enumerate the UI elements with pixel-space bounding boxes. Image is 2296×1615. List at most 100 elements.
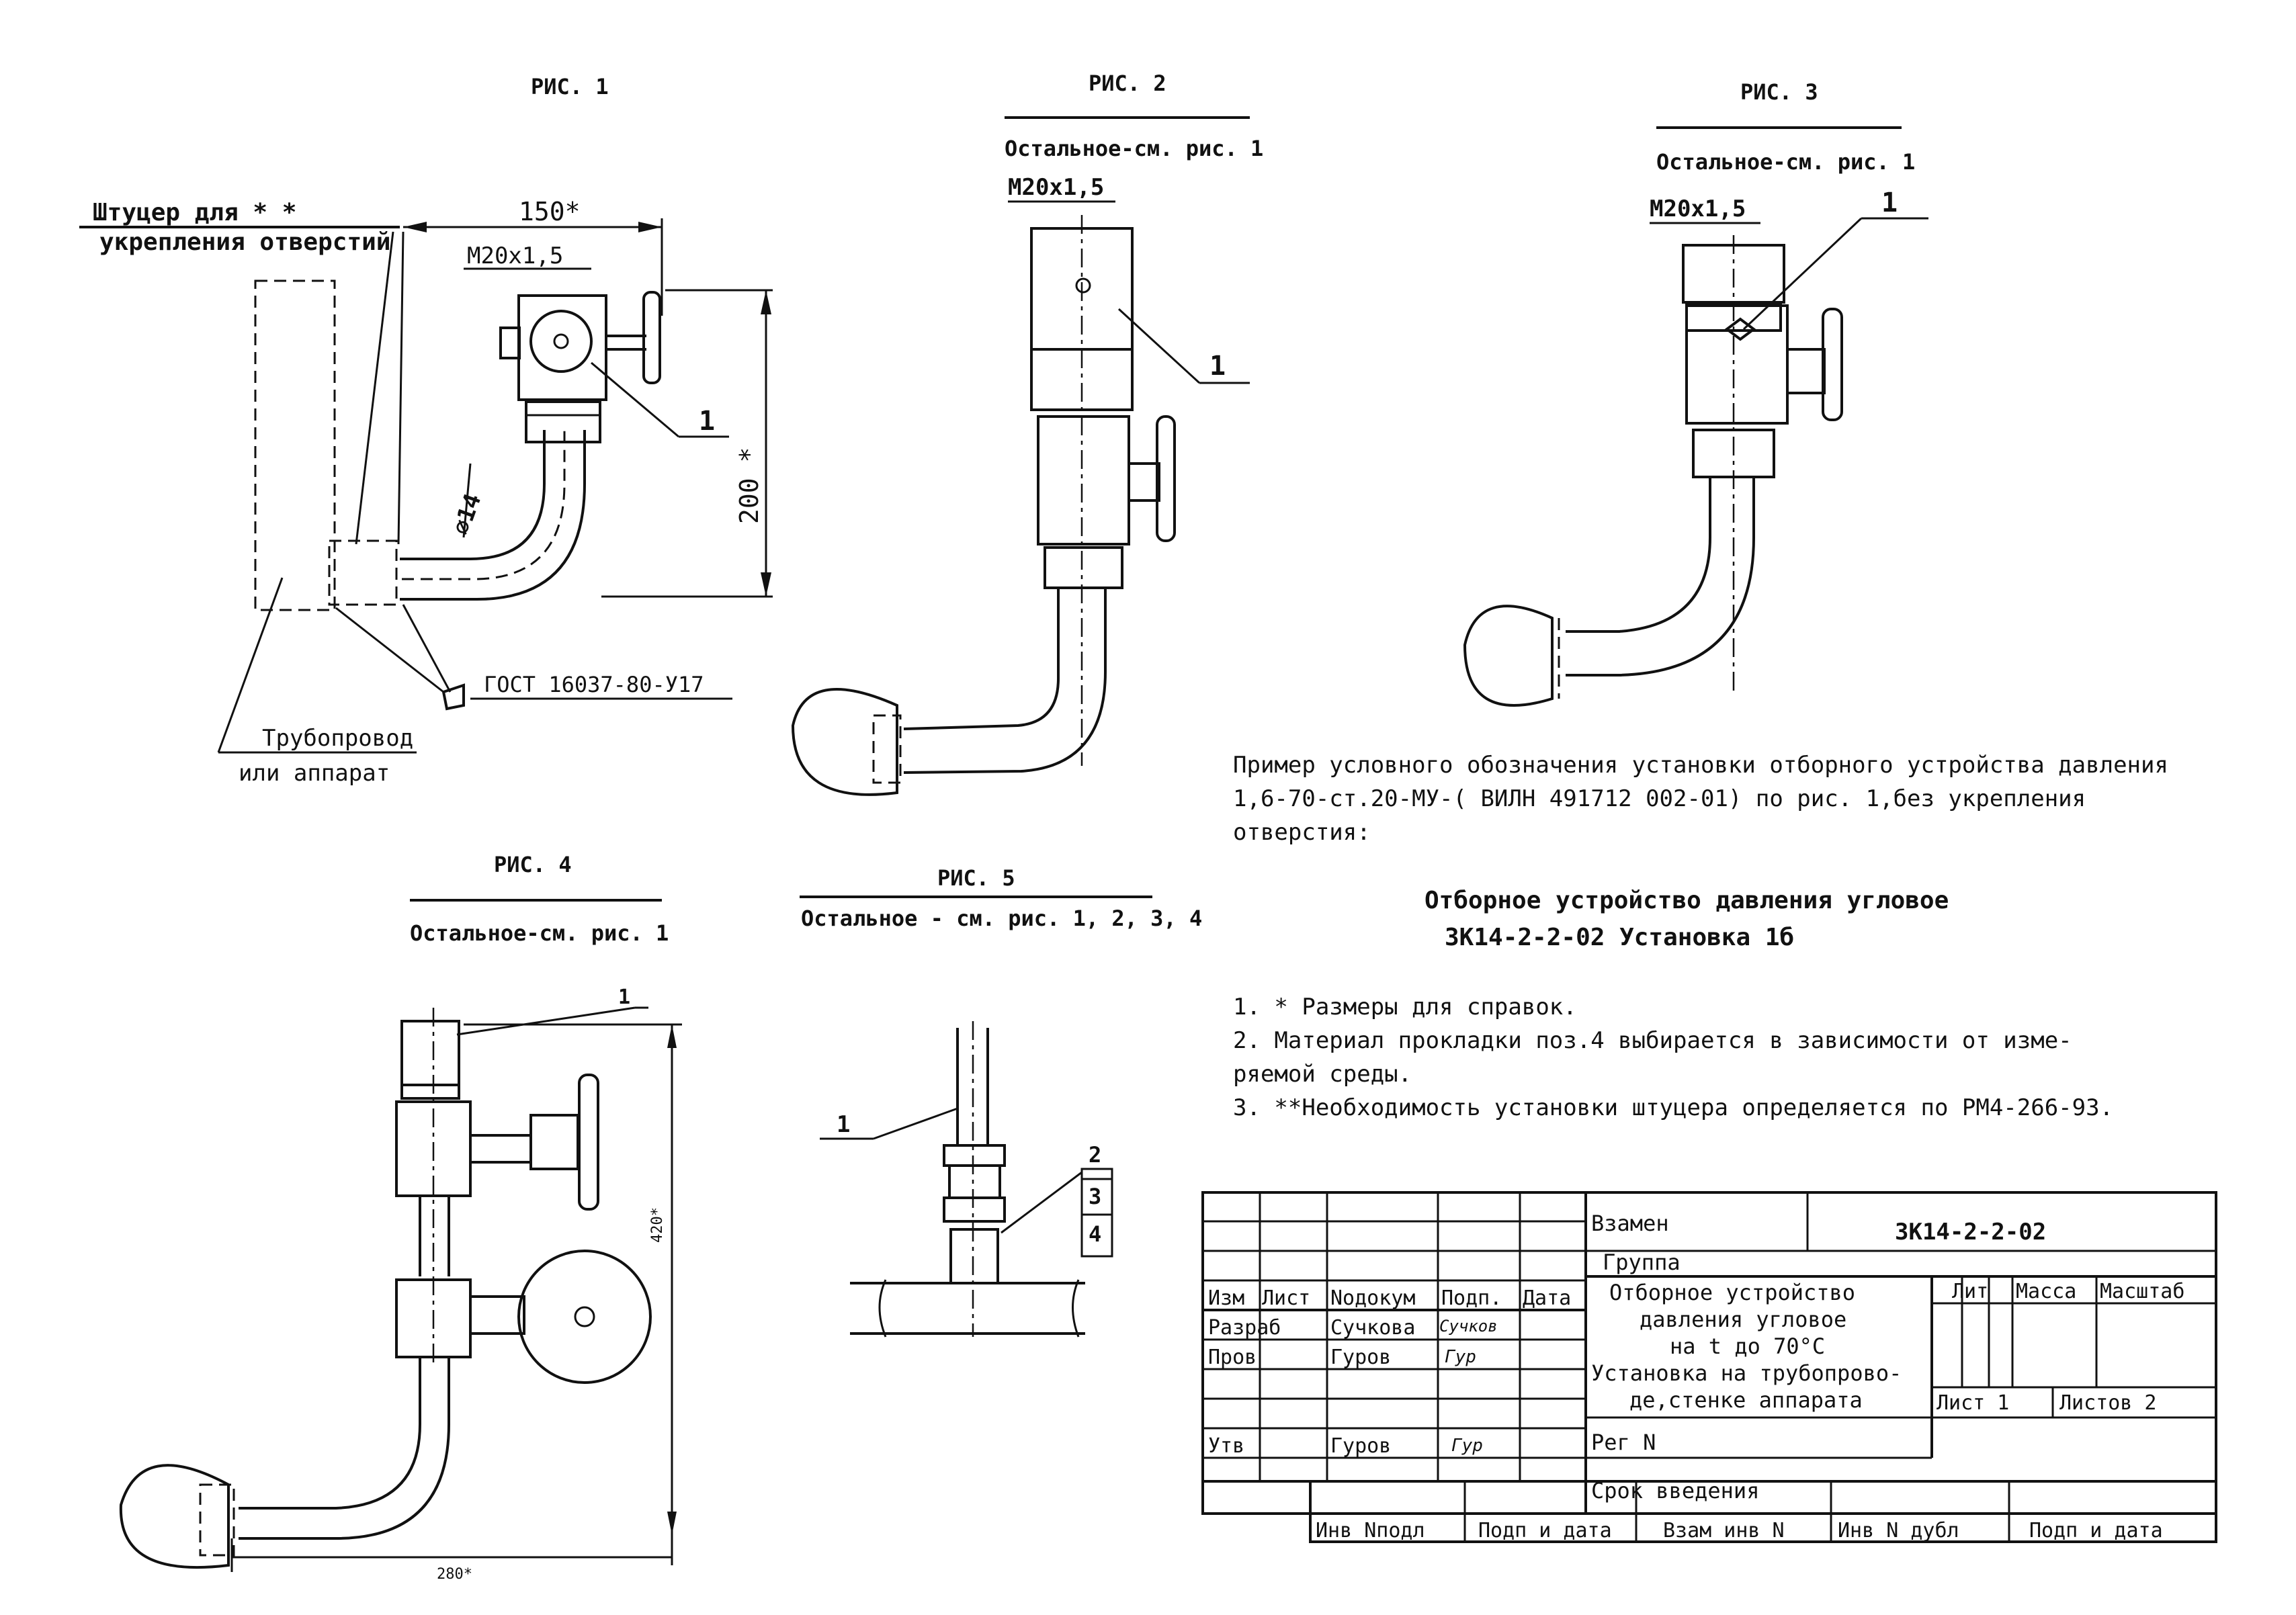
fig2-thread: M20x1,5 — [1008, 174, 1104, 201]
massa-label: Масса — [2016, 1280, 2076, 1303]
gauge-center — [574, 1306, 595, 1327]
handwheel[interactable] — [1822, 308, 1843, 421]
role-prov: Пров — [1208, 1346, 1257, 1369]
fig5-title: РИС. 5 — [937, 865, 1015, 891]
callout-leader — [1742, 217, 1863, 331]
pipe-outer — [239, 1357, 421, 1510]
hdr-podp: Подп. — [1441, 1286, 1502, 1310]
fig3-title: РИС. 3 — [1740, 79, 1818, 105]
fig2-callout: 1 — [1209, 351, 1226, 382]
reg-label: Рег N — [1591, 1430, 1656, 1455]
fitting-stub — [872, 714, 902, 784]
fig1-title: РИС. 1 — [531, 74, 609, 99]
gruppa-label: Группа — [1603, 1250, 1681, 1275]
arrow — [667, 1512, 677, 1535]
fig1-thread: M20x1,5 — [467, 243, 563, 269]
name-razrab: Сучкова — [1330, 1316, 1415, 1340]
fig3-callout: 1 — [1881, 187, 1898, 218]
coupling-hole — [1075, 277, 1091, 294]
fig4-note: Остальное-см. рис. 1 — [410, 920, 669, 946]
break-line — [1072, 1279, 1080, 1338]
callout-leader — [591, 361, 679, 438]
valve-port-circle — [529, 310, 593, 373]
fig5-callout-3: 3 — [1089, 1184, 1101, 1209]
valve-body — [1037, 415, 1130, 545]
pipeline-leader — [217, 577, 284, 753]
doc-name-1: Отборное устройство — [1609, 1280, 1855, 1305]
signature-prov: Гур — [1445, 1347, 1476, 1367]
fig5-callout-4: 4 — [1089, 1221, 1101, 1247]
nut — [525, 400, 601, 443]
fig1-dim-width: 150* — [519, 197, 581, 226]
callout-leader — [456, 1006, 636, 1036]
pipe-inner — [1566, 477, 1755, 676]
coupling-ring — [400, 1084, 460, 1100]
fig5-note: Остальное - см. рис. 1, 2, 3, 4 — [801, 906, 1202, 931]
fig4-title: РИС. 4 — [494, 852, 572, 877]
figure-5: РИС. 5 Остальное - см. рис. 1, 2, 3, 4 1… — [800, 865, 1202, 1338]
sheet-number: Лист 1 — [1937, 1391, 2009, 1415]
example-line-2: 1,6-70-ст.20-МУ-( ВИЛН 491712 002-01) по… — [1233, 785, 2086, 812]
fitting-stub — [199, 1483, 235, 1557]
name-utv: Гуров — [1330, 1434, 1391, 1458]
bottom-inv-dubl: Инв N дубл — [1838, 1519, 1959, 1542]
zamen-label: Взамен — [1591, 1211, 1669, 1236]
designation-line-1: Отборное устройство давления угловое — [1425, 887, 1949, 914]
note-2: 2. Материал прокладки поз.4 выбирается в… — [1233, 1027, 2072, 1054]
pipe-axis — [402, 430, 566, 580]
fitting — [949, 1228, 999, 1284]
vessel-outline — [1463, 605, 1554, 707]
pipe-inner — [239, 1357, 450, 1540]
pipe-inner — [400, 430, 586, 601]
valve-stem — [1786, 348, 1826, 394]
example-text: Пример условного обозначения установки о… — [1233, 752, 2168, 951]
fig1-callout: 1 — [699, 406, 715, 437]
name-prov: Гуров — [1330, 1346, 1391, 1369]
leader-line — [397, 231, 405, 545]
vessel-outline — [791, 688, 898, 796]
pressure-gauge — [517, 1250, 652, 1384]
hdr-data: Дата — [1523, 1286, 1571, 1310]
sheet-count: Листов 2 — [2059, 1391, 2157, 1415]
masshtab-label: Масштаб — [2100, 1280, 2184, 1303]
leader-line — [462, 463, 472, 538]
note-3: 3. **Необходимость установки штуцера опр… — [1233, 1094, 2113, 1121]
break-line — [878, 1279, 887, 1338]
notes: 1. * Размеры для справок. 2. Материал пр… — [1233, 994, 2113, 1121]
role-razrab: Разраб — [1208, 1316, 1281, 1340]
coupling — [400, 1020, 460, 1086]
figure-3: РИС. 3 Остальное-см. рис. 1 M20x1,5 1 — [1463, 79, 1928, 707]
fig5-callout-2: 2 — [1089, 1142, 1101, 1168]
designation-line-2: ЗК14-2-2-02 Установка 1б — [1445, 924, 1794, 951]
handwheel[interactable] — [1156, 415, 1176, 542]
figure-4: РИС. 4 Остальное-см. рис. 1 1 420* 280* — [119, 852, 682, 1583]
fig4-dim-height: 420* — [649, 1207, 666, 1243]
valve-stem — [529, 1114, 579, 1170]
bottom-inv-podl: Инв Nподл — [1316, 1519, 1425, 1542]
fig4-dim-width: 280* — [437, 1566, 472, 1583]
nut-low — [943, 1196, 1006, 1223]
signature-razrab: Сучков — [1439, 1317, 1498, 1336]
hdr-izm: Изм — [1208, 1286, 1244, 1310]
fig5-callout-1: 1 — [837, 1111, 850, 1138]
handwheel[interactable] — [642, 291, 661, 384]
fig3-note: Остальное-см. рис. 1 — [1656, 149, 1915, 175]
arrow — [667, 1024, 677, 1048]
handwheel[interactable] — [578, 1074, 599, 1211]
pipe-outer — [903, 588, 1060, 730]
nut — [1692, 429, 1775, 478]
doc-name-5: де,стенке аппарата — [1629, 1387, 1863, 1413]
role-utv: Утв — [1208, 1434, 1244, 1458]
leader-line — [355, 231, 394, 545]
fitting-stub — [328, 539, 398, 606]
fig2-note: Остальное-см. рис. 1 — [1005, 136, 1263, 161]
fig1-gost: ГОСТ 16037-80-У17 — [484, 672, 704, 697]
arrow — [638, 222, 662, 232]
fig1-pipe-label-1: Трубопровод — [262, 725, 413, 752]
pipe-outer — [400, 430, 546, 560]
callout-leader — [1117, 308, 1201, 384]
arrow — [761, 572, 771, 597]
arrow — [403, 222, 427, 232]
bottom-podp-data-2: Подп и дата — [2029, 1519, 2163, 1542]
